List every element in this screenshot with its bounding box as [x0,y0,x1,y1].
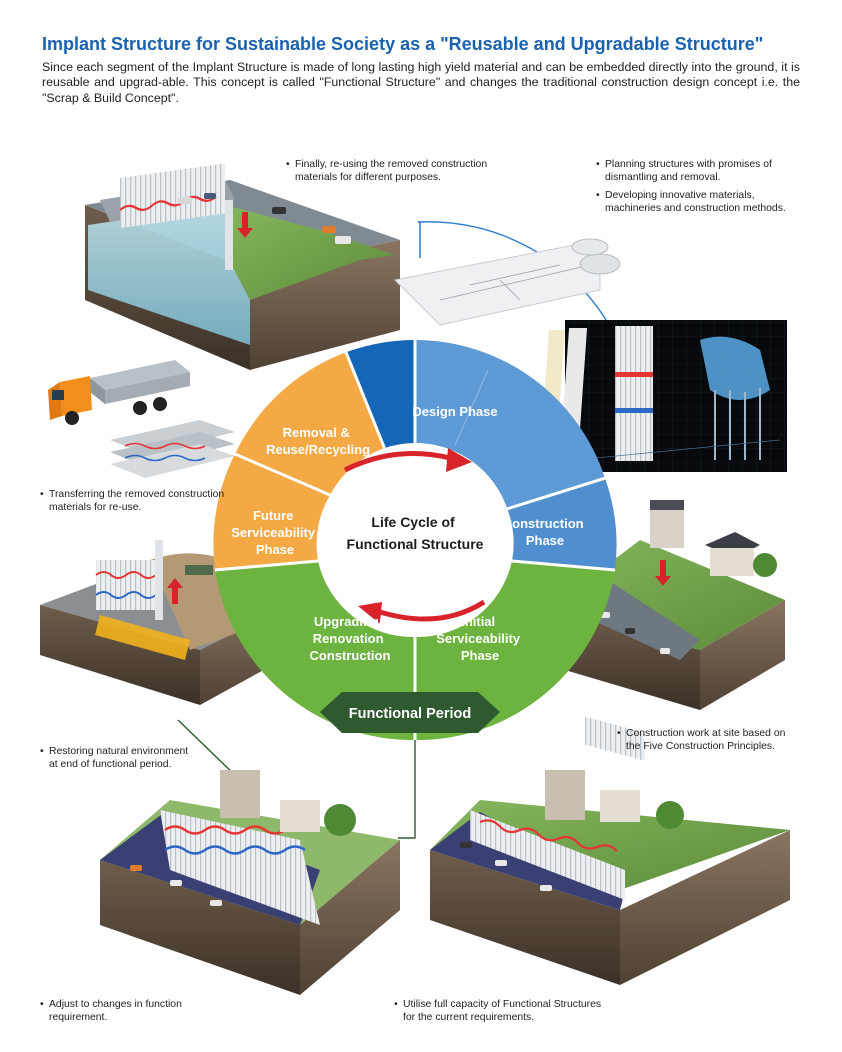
functional-period-label: Functional Period [349,706,471,722]
note-utilise: • Utilise full capacity of Functional St… [394,999,602,1024]
functional-period-banner [320,692,500,733]
segment-design [415,340,605,509]
diorama-river-reuse [85,163,400,370]
label-design-phase: Design Phase [412,404,497,419]
center-circle [320,445,510,635]
intro-paragraph: Since each segment of the Implant Struct… [42,60,800,105]
label-future-serviceability: Future Serviceability Phase [231,508,318,557]
diorama-utilise [430,770,790,985]
label-removal: Removal & Reuse/Recycling [266,425,370,457]
truck-transport [48,360,235,478]
page-title: Implant Structure for Sustainable Societ… [42,34,764,54]
label-upgrading: Upgrading/ Renovation Construction [310,614,391,663]
segment-design-dark [346,340,415,449]
label-initial-serviceability: Initial Serviceability Phase [436,614,523,663]
connector-bottom [398,735,416,839]
connector-design-arc [417,221,613,331]
center-label: Life Cycle of Functional Structure [347,514,484,552]
cad-design-image [540,320,787,472]
cycle-arrow-top [343,451,451,473]
label-construction-phase: Construction Phase [503,516,588,548]
note-reuse: • Finally, re-using the removed construc… [286,159,488,184]
connector-top-design [418,221,421,258]
diorama-upgrade [100,770,400,995]
blueprint-drawing [393,238,621,326]
segment-removal [235,352,385,495]
cycle-arrow-bottom [379,599,486,622]
